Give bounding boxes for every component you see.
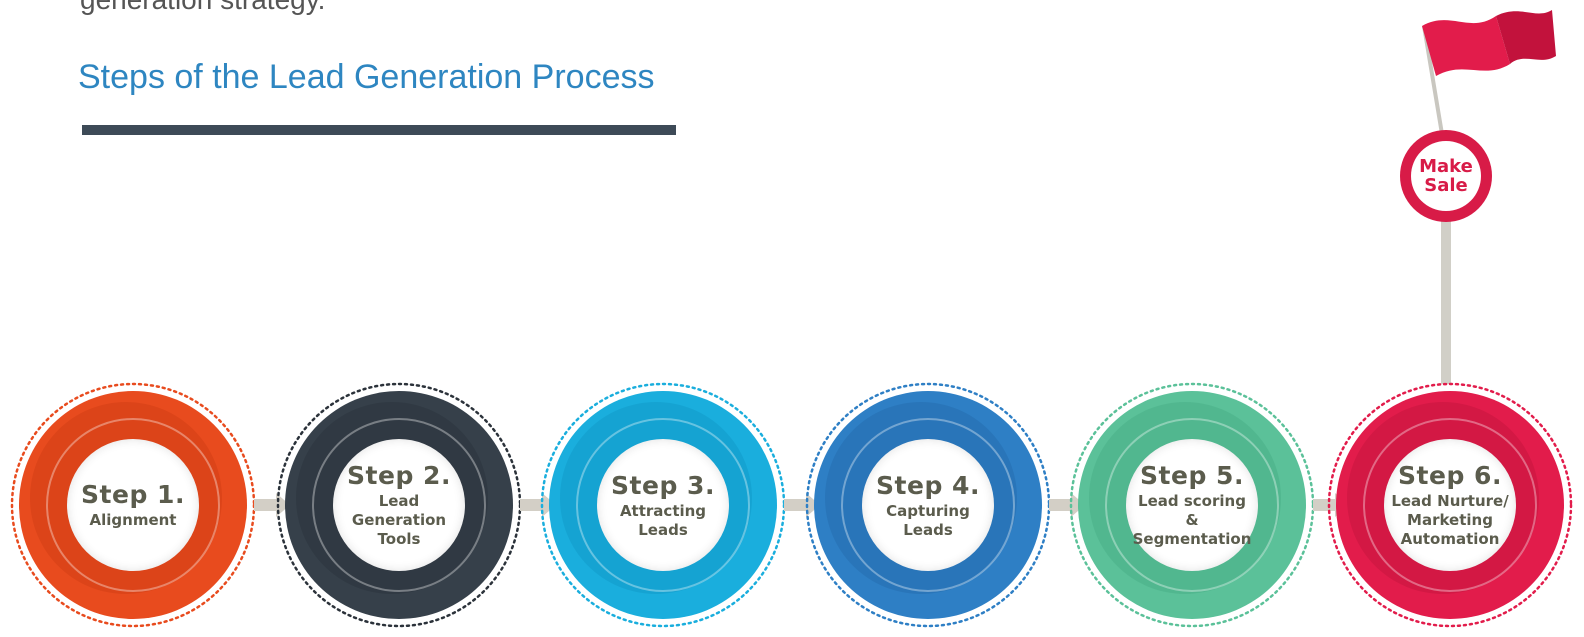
arrow-icon — [1049, 493, 1085, 517]
step-6: Step 6.Lead Nurture/ Marketing Automatio… — [1325, 380, 1575, 630]
step-4: Step 4.Capturing Leads — [803, 380, 1053, 630]
step-number: Step 6. — [1398, 461, 1502, 490]
step-number: Step 1. — [81, 480, 185, 509]
make-sale-badge: Make Sale — [1400, 130, 1492, 222]
step-3: Step 3.Attracting Leads — [538, 380, 788, 630]
step-3-center: Step 3.Attracting Leads — [597, 439, 729, 571]
step-label: Attracting Leads — [619, 501, 707, 539]
step-label: Lead scoring & Segmentation — [1132, 492, 1252, 548]
flag-icon — [1422, 10, 1556, 135]
step-1: Step 1. Alignment — [8, 380, 258, 630]
step-number: Step 4. — [876, 470, 980, 500]
step-label: Lead Generation Tools — [351, 492, 447, 548]
step-number: Step 5. — [1140, 461, 1244, 490]
step-number: Step 3. — [611, 470, 715, 500]
heading-divider — [82, 125, 676, 135]
flag-pole — [1441, 208, 1451, 384]
step-5: Step 5.Lead scoring & Segmentation — [1067, 380, 1317, 630]
step-label: Alignment — [89, 511, 177, 529]
step-label: Lead Nurture/ Marketing Automation — [1391, 492, 1509, 548]
step-2-center: Step 2.Lead Generation Tools — [333, 439, 465, 571]
step-5-center: Step 5.Lead scoring & Segmentation — [1126, 439, 1258, 571]
step-label: Capturing Leads — [886, 501, 970, 539]
arrow-icon — [254, 493, 290, 517]
step-1-center: Step 1. Alignment — [67, 439, 199, 571]
step-6-center: Step 6.Lead Nurture/ Marketing Automatio… — [1384, 439, 1516, 571]
step-2: Step 2.Lead Generation Tools — [274, 380, 524, 630]
make-sale-label: Make Sale — [1411, 141, 1481, 211]
step-number: Step 2. — [347, 461, 451, 490]
arrow-icon — [520, 493, 556, 517]
step-4-center: Step 4.Capturing Leads — [862, 439, 994, 571]
intro-text: generation strategy. — [80, 0, 325, 16]
arrow-icon — [784, 493, 820, 517]
process-heading: Steps of the Lead Generation Process — [78, 58, 655, 96]
